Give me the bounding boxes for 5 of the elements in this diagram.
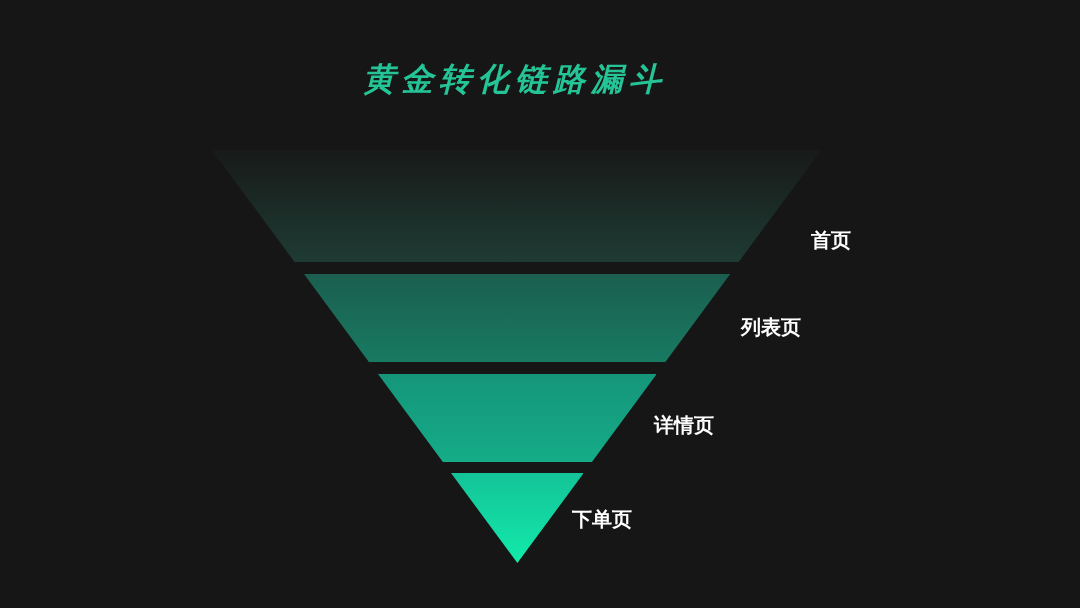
title: 黄金转化链路漏斗 (362, 59, 668, 100)
stage-label: 详情页 (654, 412, 714, 439)
stage-label: 首页 (811, 227, 851, 254)
stage-label: 列表页 (741, 314, 801, 341)
stage-label: 下单页 (572, 506, 632, 533)
